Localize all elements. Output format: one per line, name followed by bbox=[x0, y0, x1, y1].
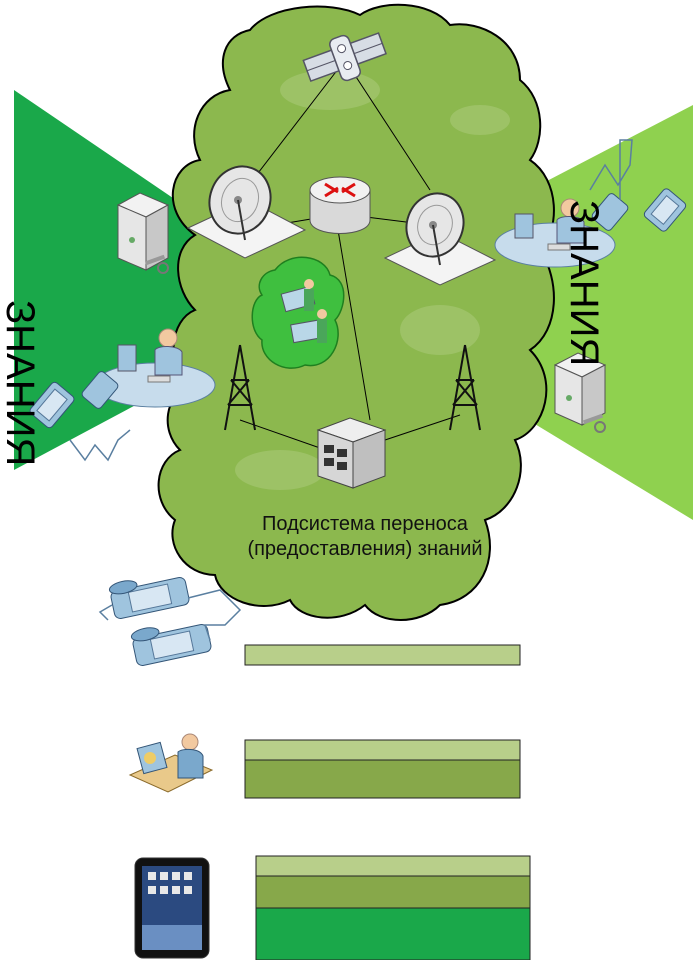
legend-tablet-icon bbox=[134, 857, 210, 959]
operator-left-icon bbox=[94, 328, 216, 408]
radio-tower-left-icon bbox=[224, 344, 256, 431]
cloud-texture bbox=[235, 70, 510, 490]
bar-telephones-light bbox=[244, 644, 521, 666]
server-left-icon bbox=[116, 192, 170, 274]
subsystem-caption: Подсистема переноса (предоставления) зна… bbox=[200, 512, 530, 562]
bar-tablet-light bbox=[255, 855, 531, 877]
router-icon bbox=[309, 176, 371, 234]
transfer-subsystem-cloud bbox=[157, 3, 555, 621]
caption-line-2: (предоставления) знаний bbox=[247, 538, 483, 560]
bar-tablet-mid bbox=[255, 875, 531, 909]
satellite-dish-left-icon bbox=[186, 165, 307, 259]
legend-bars bbox=[244, 644, 531, 961]
bar-tablet-dark bbox=[255, 907, 531, 961]
server-right-icon bbox=[553, 352, 607, 433]
right-knowledge-label: ЗНАНИЯ bbox=[562, 200, 606, 367]
satellite-dish-right-icon bbox=[383, 192, 497, 286]
knowledge-workers-blob bbox=[251, 256, 345, 369]
radio-tower-right-icon bbox=[449, 344, 481, 431]
legend-telephones-icon bbox=[98, 577, 242, 666]
telephones-right-icon bbox=[589, 139, 687, 232]
bar-workstation-mid bbox=[244, 759, 521, 799]
satellite-icon bbox=[302, 32, 387, 83]
telephones-left-icon bbox=[29, 371, 131, 462]
legend-operator-workstation-icon bbox=[128, 733, 214, 793]
bar-workstation-light bbox=[244, 739, 521, 761]
operator-right-icon bbox=[494, 198, 616, 268]
server-rack-icon bbox=[316, 417, 387, 489]
left-knowledge-label: ЗНАНИЯ bbox=[0, 300, 42, 467]
workers-icon bbox=[280, 279, 327, 344]
caption-line-1: Подсистема переноса bbox=[262, 513, 468, 535]
